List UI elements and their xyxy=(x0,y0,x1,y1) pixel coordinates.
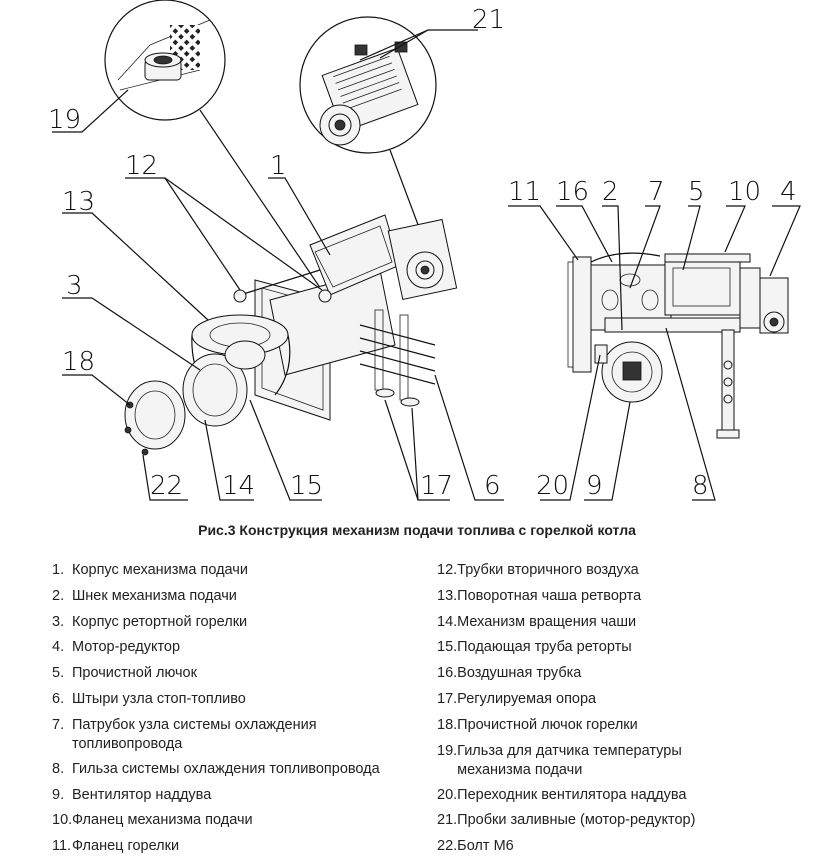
legend-item: 4.Мотор-редуктор xyxy=(52,639,181,656)
legend-item: 21.Пробки заливные (мотор-редуктор) xyxy=(437,812,696,829)
callout-15: 15 xyxy=(290,471,323,501)
legend-item: 19.Гильза для датчика температуры механи… xyxy=(437,742,682,778)
legend-item: 14.Механизм вращения чаши xyxy=(437,613,637,630)
legend-item: 20.Переходник вентилятора наддува xyxy=(437,786,687,803)
callout-22: 22 xyxy=(150,471,183,501)
callout-18: 18 xyxy=(62,347,95,377)
callout-5: 5 xyxy=(688,177,705,207)
callout-4: 4 xyxy=(780,177,797,207)
callout-11: 11 xyxy=(508,177,541,207)
callout-1: 1 xyxy=(270,151,287,181)
callout-6: 6 xyxy=(484,471,501,501)
legend-item: 7.Патрубок узла системы охлаждения топли… xyxy=(52,716,317,752)
legend-item: 8.Гильза системы охлаждения топливопрово… xyxy=(52,760,380,777)
legend-item: 17.Регулируемая опора xyxy=(437,690,597,707)
callout-21: 21 xyxy=(472,5,505,35)
detail-circle-sensor-sleeve xyxy=(104,0,226,121)
callout-14: 14 xyxy=(222,471,255,501)
side-view-assembly xyxy=(567,252,789,439)
legend-item: 5.Прочистной лючок xyxy=(52,665,197,682)
legend-item: 6.Штыри узла стоп-топливо xyxy=(52,690,246,707)
callout-2: 2 xyxy=(602,177,619,207)
legend-item: 3.Корпус ретортной горелки xyxy=(52,613,248,630)
figure-caption: Рис.3 Конструкция механизм подачи топлив… xyxy=(198,522,636,538)
legend-item: 15.Подающая труба реторты xyxy=(437,639,632,656)
legend-item: 10.Фланец механизма подачи xyxy=(52,812,253,829)
callout-8: 8 xyxy=(692,471,709,501)
legend-item: 16.Воздушная трубка xyxy=(437,665,582,682)
legend-item: 18.Прочистной лючок горелки xyxy=(437,716,638,733)
callout-16: 16 xyxy=(556,177,589,207)
callout-10: 10 xyxy=(728,177,761,207)
legend-item: 9.Вентилятор наддува xyxy=(52,786,212,803)
legend-item: 11.Фланец горелки xyxy=(52,838,180,855)
callout-3: 3 xyxy=(66,271,83,301)
callout-7: 7 xyxy=(648,177,665,207)
callout-20: 20 xyxy=(536,471,569,501)
detail-circle-filler-plugs xyxy=(299,16,437,154)
legend-item: 12.Трубки вторичного воздуха xyxy=(437,562,639,578)
legend-item: 13.Поворотная чаша ретворта xyxy=(437,587,642,604)
legend-item: 2.Шнек механизма подачи xyxy=(52,587,237,604)
legend-right-column: 12.Трубки вторичного воздуха 13.Поворотн… xyxy=(437,558,827,860)
callout-9: 9 xyxy=(586,471,603,501)
callout-17: 17 xyxy=(420,471,453,501)
legend-left-column: 1.Корпус механизма подачи 2.Шнек механиз… xyxy=(52,558,422,860)
technical-drawing: 21 19 12 1 13 3 18 22 14 15 17 6 11 16 2… xyxy=(48,0,801,501)
callout-12: 12 xyxy=(125,151,158,181)
callout-13: 13 xyxy=(62,187,95,217)
legend-item: 22.Болт М6 xyxy=(437,838,514,855)
legend-item: 1.Корпус механизма подачи xyxy=(52,562,248,578)
callout-19: 19 xyxy=(48,105,81,135)
isometric-assembly xyxy=(124,214,458,456)
